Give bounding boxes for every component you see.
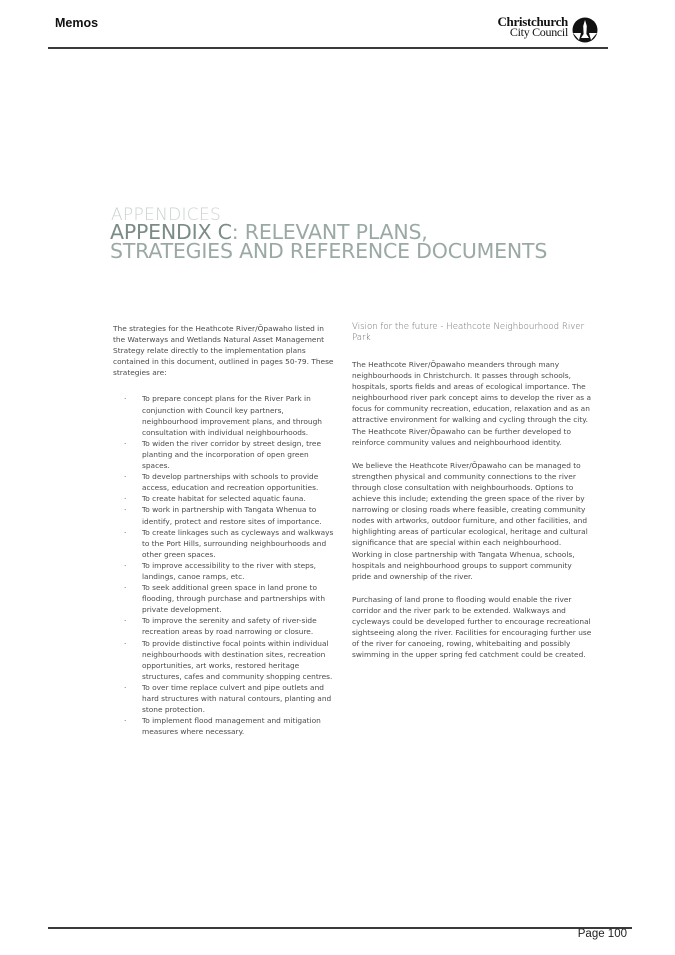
list-item-text: To implement flood management and mitiga… [142,716,321,737]
list-item: · To work in partnership with Tangata Whe… [113,504,335,526]
bullet-icon: · [124,560,127,570]
logo-line2: City Council [509,25,568,39]
list-item-text: To provide distinctive focal points with… [142,638,333,681]
page-title: APPENDIX C: RELEVANT PLANS, STRATEGIES A… [110,220,570,263]
list-item: · To develop partnerships with schools to… [113,471,335,493]
list-item: · To widen the river corridor by street d… [113,438,335,471]
title-line2: STRATEGIES AND REFERENCE DOCUMENTS [110,239,548,263]
bullet-icon: · [124,638,127,648]
vision-paragraph-3: Purchasing of land prone to flooding wou… [352,594,592,660]
list-item: · To prepare concept plans for the River … [113,393,335,437]
title-strong: APPENDIX C [110,220,232,244]
cathedral-spire-icon [572,17,598,43]
list-item-text: To develop partnerships with schools to … [142,472,319,493]
bullet-icon: · [124,616,127,626]
list-item-text: To work in partnership with Tangata When… [142,505,322,526]
header-divider [48,47,608,49]
bullet-icon: · [124,394,127,404]
list-item-text: To seek additional green space in land p… [142,583,326,615]
footer-divider [48,927,632,929]
list-item: · To create habitat for selected aquatic … [113,493,335,504]
bullet-icon: · [124,472,127,482]
intro-paragraph: The strategies for the Heathcote River/Ō… [113,324,334,378]
list-item-text: To improve the serenity and safety of ri… [142,616,317,637]
vision-subheading: Vision for the future - Heathcote Neighb… [352,322,585,343]
council-logo: Christchurch City Council [494,14,598,44]
page-number: Page 100 [577,928,627,940]
header-title: Memos [55,16,99,30]
bullet-icon: · [124,682,127,692]
right-column: Vision for the future - Heathcote Neighb… [352,322,592,672]
list-item-text: To improve accessibility to the river wi… [142,560,317,581]
bullet-icon: · [124,716,127,726]
title-rest-line1: : RELEVANT PLANS, [231,220,428,244]
bullet-icon: · [124,438,127,448]
bullet-icon: · [124,505,127,515]
logo-line1: Christchurch [497,14,568,29]
vision-paragraph-1: The Heathcote River/Ōpawaho meanders thr… [352,360,592,447]
section-label: APPENDICES [111,205,222,225]
list-item: · To improve accessibility to the river w… [113,560,335,582]
logo-text: Christchurch City Council [497,14,568,39]
bullet-icon: · [124,527,127,537]
list-item: · To over time replace culvert and pipe o… [113,682,335,715]
list-item: · To seek additional green space in land … [113,582,335,615]
list-item-text: To over time replace culvert and pipe ou… [142,682,332,715]
bullet-icon: · [124,583,127,593]
list-item-text: To widen the river corridor by street de… [142,438,322,471]
strategies-list: · To prepare concept plans for the River … [113,393,335,737]
left-column: The strategies for the Heathcote River/Ō… [113,323,335,737]
list-item: · To provide distinctive focal points wit… [113,638,335,682]
vision-paragraph-2: We believe the Heathcote River/Ōpawaho c… [352,460,588,581]
list-item-text: To create linkages such as cycleways and… [142,527,334,559]
list-item: · To improve the serenity and safety of r… [113,615,335,637]
bullet-icon: · [124,494,127,504]
list-item: · To implement flood management and mitig… [113,715,335,737]
list-item-text: To create habitat for selected aquatic f… [142,494,306,504]
list-item-text: To prepare concept plans for the River P… [142,394,322,437]
list-item: · To create linkages such as cycleways an… [113,527,335,560]
